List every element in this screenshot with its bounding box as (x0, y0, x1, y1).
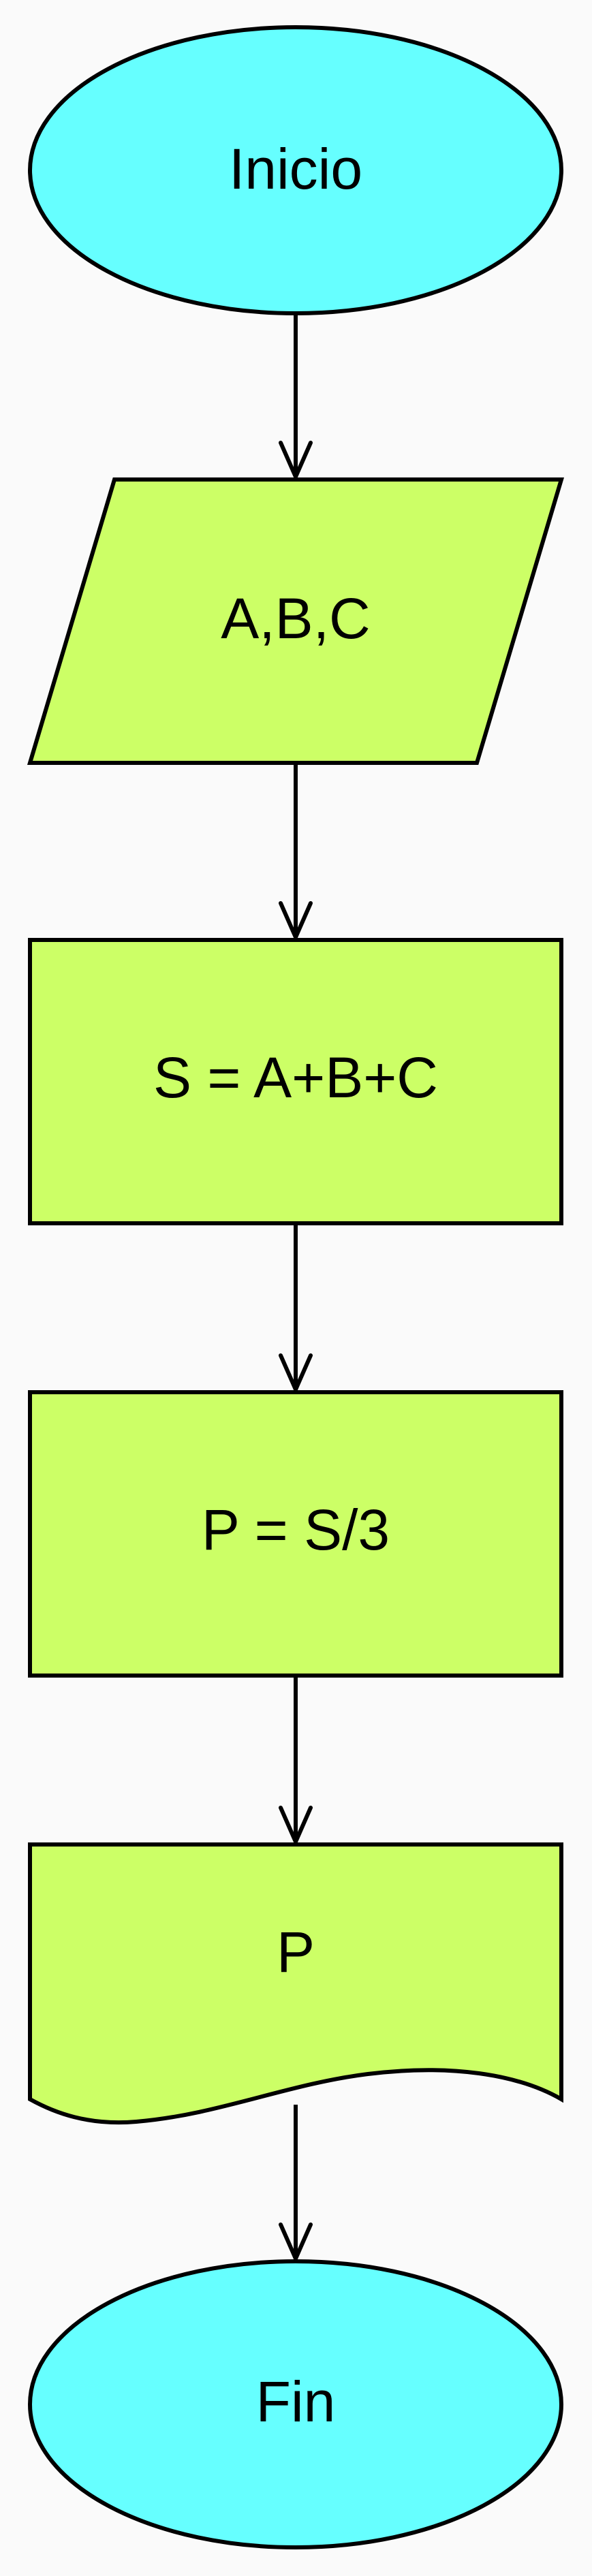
average-label: P = S/3 (202, 1498, 390, 1562)
sum-process-node: S = A+B+C (28, 938, 563, 1225)
input-label: A,B,C (221, 586, 370, 650)
start-label: Inicio (229, 137, 362, 201)
edge-start-to-input (279, 313, 313, 479)
average-process-node: P = S/3 (28, 1390, 563, 1678)
end-terminal-node: Fin (28, 2259, 563, 2549)
sum-process-shape (28, 938, 563, 1225)
edge-input-to-sum (279, 763, 313, 939)
edge-average-to-output (279, 1676, 313, 1844)
edge-output-to-end (279, 2105, 313, 2261)
output-document-node: P (28, 1842, 563, 2125)
sum-label: S = A+B+C (153, 1046, 438, 1110)
start-terminal-shape (28, 25, 563, 315)
start-terminal-node: Inicio (28, 25, 563, 315)
output-label: P (277, 1920, 315, 1984)
end-label: Fin (256, 2370, 336, 2434)
input-parallelogram-shape (27, 477, 565, 765)
edge-sum-to-average (279, 1223, 313, 1392)
input-data-node: A,B,C (27, 477, 565, 765)
average-process-shape (28, 1390, 563, 1678)
output-document-shape (28, 1842, 563, 2125)
end-terminal-shape (28, 2259, 563, 2549)
flowchart-edges (279, 313, 313, 2261)
